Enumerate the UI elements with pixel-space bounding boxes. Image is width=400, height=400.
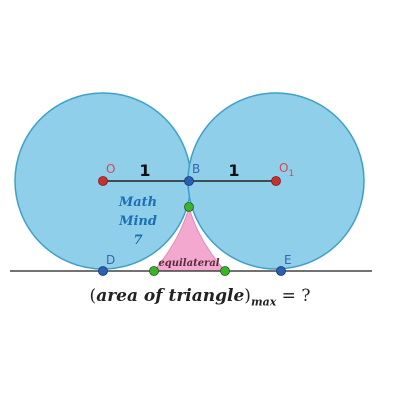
question-subscript: max: [250, 295, 277, 309]
watermark-line-3: 7: [133, 233, 142, 248]
question-paren-close: ): [244, 286, 251, 306]
point-left-base: [149, 266, 159, 276]
question-tail: = ?: [276, 286, 311, 306]
segment-bo1-length: 1: [228, 161, 239, 180]
label-e: E: [284, 253, 292, 267]
watermark-line-2: Mind: [118, 214, 157, 229]
point-b: [184, 176, 194, 186]
question-text: (area of triangle)max = ?: [0, 286, 400, 308]
point-o: [98, 176, 108, 186]
point-d: [98, 266, 108, 276]
point-e: [276, 266, 286, 276]
segment-ob-length: 1: [139, 161, 150, 180]
question-main: area of triangle: [96, 286, 245, 306]
label-o: O: [106, 162, 115, 176]
triangle-label: equilateral: [158, 258, 219, 269]
watermark-line-1: Math: [118, 195, 157, 210]
label-d: D: [106, 253, 115, 267]
label-b: B: [192, 162, 200, 176]
point-o1: [271, 176, 281, 186]
question-paren-open: (: [89, 286, 97, 306]
label-o1: O1: [279, 161, 294, 179]
label-o1-main: O: [279, 161, 288, 175]
point-right-base: [220, 266, 230, 276]
point-apex: [184, 202, 194, 212]
label-o1-sub: 1: [288, 169, 294, 179]
